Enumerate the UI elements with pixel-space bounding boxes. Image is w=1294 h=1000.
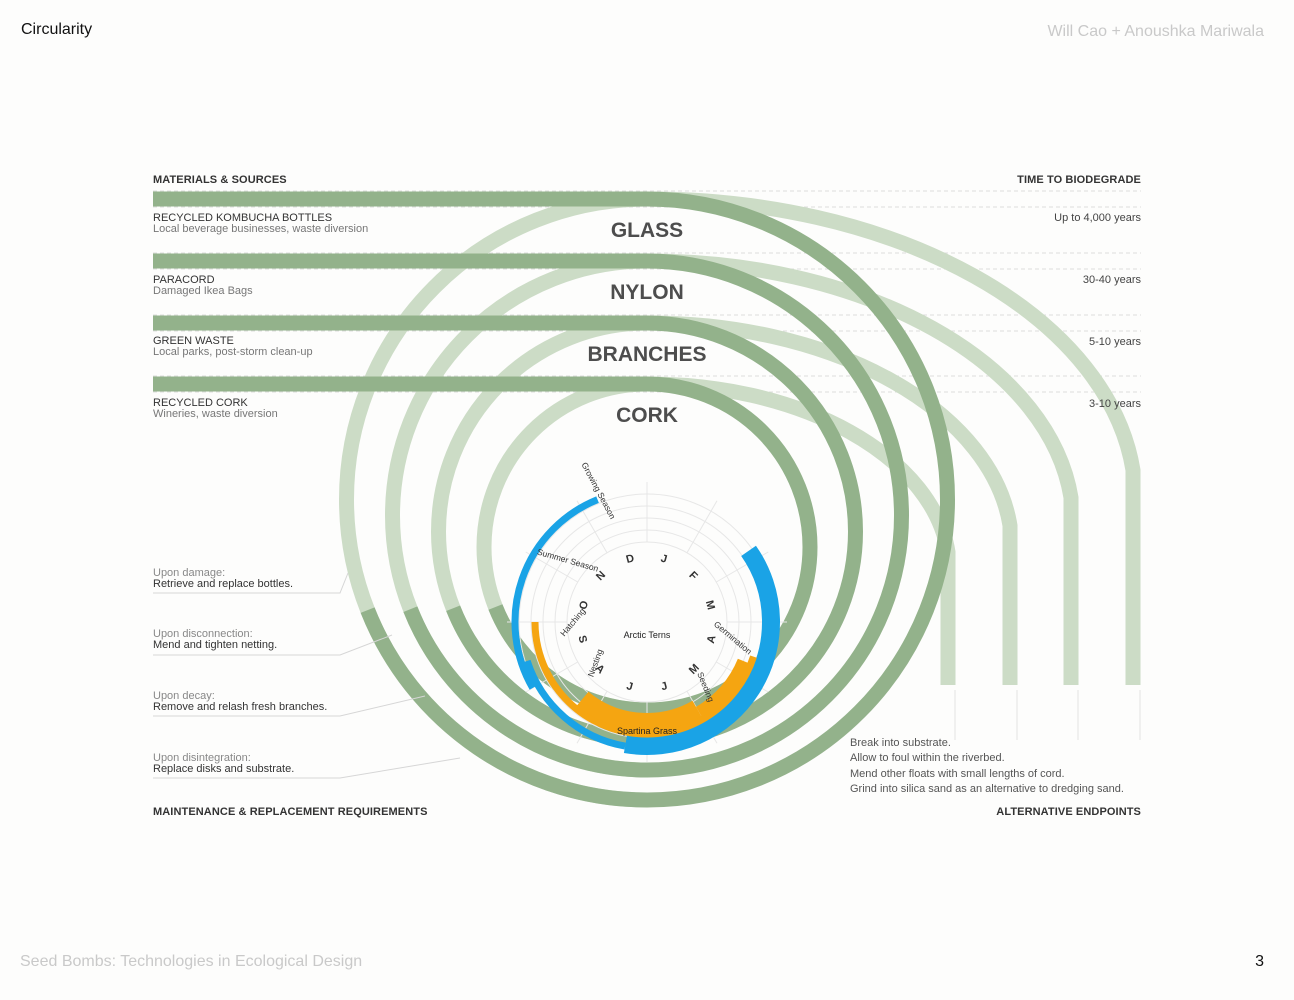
- material-glass: RECYCLED KOMBUCHA BOTTLES Local beverage…: [153, 213, 368, 235]
- summer-season-label: Summer Season: [536, 547, 600, 574]
- month-label: J: [625, 680, 634, 693]
- endpoint-item: Break into substrate.: [850, 737, 951, 749]
- month-label: O: [577, 599, 591, 611]
- biodegrade-glass: Up to 4,000 years: [1054, 212, 1141, 224]
- maintenance-action: Mend and tighten netting.: [153, 639, 278, 651]
- maintenance-action: Replace disks and substrate.: [153, 763, 295, 775]
- material-ring-branches: [646, 315, 863, 748]
- material-label-glass: GLASS: [611, 219, 683, 242]
- month-label: J: [659, 553, 668, 566]
- month-label: J: [660, 680, 669, 693]
- maintenance-leader: [153, 634, 393, 656]
- endpoint-item: Grind into silica sand as an alternative…: [850, 782, 1124, 795]
- publication-title: Seed Bombs: Technologies in Ecological D…: [20, 953, 363, 970]
- material-name: PARACORD: [153, 274, 215, 286]
- material-branches: GREEN WASTE Local parks, post-storm clea…: [153, 336, 313, 358]
- growing-season-arc: [511, 496, 599, 690]
- biodegrade-nylon: 30-40 years: [1082, 274, 1141, 286]
- nesting-arc: [576, 691, 702, 731]
- maintenance-trigger: Upon damage:: [153, 567, 226, 579]
- maintenance-leader: [153, 695, 426, 717]
- material-source: Local parks, post-storm clean-up: [153, 346, 313, 358]
- maintenance-glass: Upon damage: Retrieve and replace bottle…: [153, 568, 293, 590]
- endpoints-header: ALTERNATIVE ENDPOINTS: [996, 806, 1141, 818]
- month-label: S: [576, 634, 589, 644]
- month-label: M: [703, 599, 717, 611]
- maintenance-arc-nylon: [403, 606, 648, 778]
- calendar-grid-spoke: [686, 500, 718, 553]
- maintenance-trigger: Upon disconnection:: [153, 628, 253, 640]
- summer-season-arc: [531, 621, 757, 738]
- material-label-branches: BRANCHES: [587, 343, 706, 366]
- material-name: RECYCLED CORK: [153, 397, 248, 409]
- endpoint-item: Mend other floats with small lengths of …: [850, 767, 1065, 780]
- spartina-grass-label: Spartina Grass: [617, 726, 678, 736]
- maintenance-trigger: Upon decay:: [153, 690, 215, 702]
- maintenance-arc-branches: [446, 605, 648, 748]
- material-source: Damaged Ikea Bags: [153, 285, 253, 297]
- maintenance-trigger: Upon disintegration:: [153, 752, 251, 764]
- material-cork: RECYCLED CORK Wineries, waste diversion: [153, 398, 278, 420]
- maintenance-arc-glass: [360, 607, 648, 808]
- month-label: A: [705, 634, 719, 645]
- biodegrade-header: TIME TO BIODEGRADE: [1017, 174, 1141, 186]
- maintenance-leader: [153, 572, 349, 594]
- material-name: RECYCLED KOMBUCHA BOTTLES: [153, 212, 333, 224]
- endpoints-list: Break into substrate. Allow to foul with…: [850, 736, 1124, 797]
- material-ring-cork: [646, 376, 818, 718]
- biodegrade-cork: 3-10 years: [1089, 398, 1141, 410]
- material-ring-nylon: [646, 253, 909, 778]
- arctic-terns-label: Arctic Terns: [624, 630, 671, 640]
- dashed-guides: [153, 190, 1141, 393]
- biodegrade-arc-cork: [476, 376, 956, 718]
- month-label: F: [686, 569, 699, 582]
- materials-header: MATERIALS & SOURCES: [153, 174, 287, 186]
- material-nylon: PARACORD Damaged Ikea Bags: [153, 275, 253, 297]
- authors: Will Cao + Anoushka Mariwala: [1047, 23, 1264, 40]
- maintenance-branches: Upon decay: Remove and relash fresh bran…: [153, 691, 327, 713]
- biodegrade-branches: 5-10 years: [1089, 336, 1141, 348]
- month-label: D: [625, 552, 636, 566]
- section-title: Circularity: [21, 21, 93, 38]
- maintenance-nylon: Upon disconnection: Mend and tighten net…: [153, 629, 277, 651]
- material-ring-glass: [646, 191, 955, 808]
- maintenance-action: Remove and relash fresh branches.: [153, 701, 328, 713]
- material-label-cork: CORK: [616, 404, 678, 427]
- maintenance-header: MAINTENANCE & REPLACEMENT REQUIREMENTS: [153, 806, 428, 818]
- growing-season-label: Growing Season: [579, 461, 617, 521]
- maintenance-leader: [153, 757, 461, 779]
- maintenance-cork: Upon disintegration: Replace disks and s…: [153, 753, 294, 775]
- material-label-nylon: NYLON: [610, 281, 684, 304]
- germination-arc: [695, 658, 749, 718]
- material-source: Local beverage businesses, waste diversi…: [153, 223, 369, 235]
- endpoint-item: Allow to foul within the riverbed.: [850, 752, 1005, 765]
- material-source: Wineries, waste diversion: [153, 408, 278, 420]
- material-name: GREEN WASTE: [153, 335, 234, 347]
- leader-lines: [153, 572, 1141, 779]
- seeding-arc: [623, 545, 780, 755]
- page-number: 3: [1255, 953, 1264, 970]
- growing-season-arc: [523, 659, 626, 750]
- maintenance-action: Retrieve and replace bottles.: [153, 578, 294, 590]
